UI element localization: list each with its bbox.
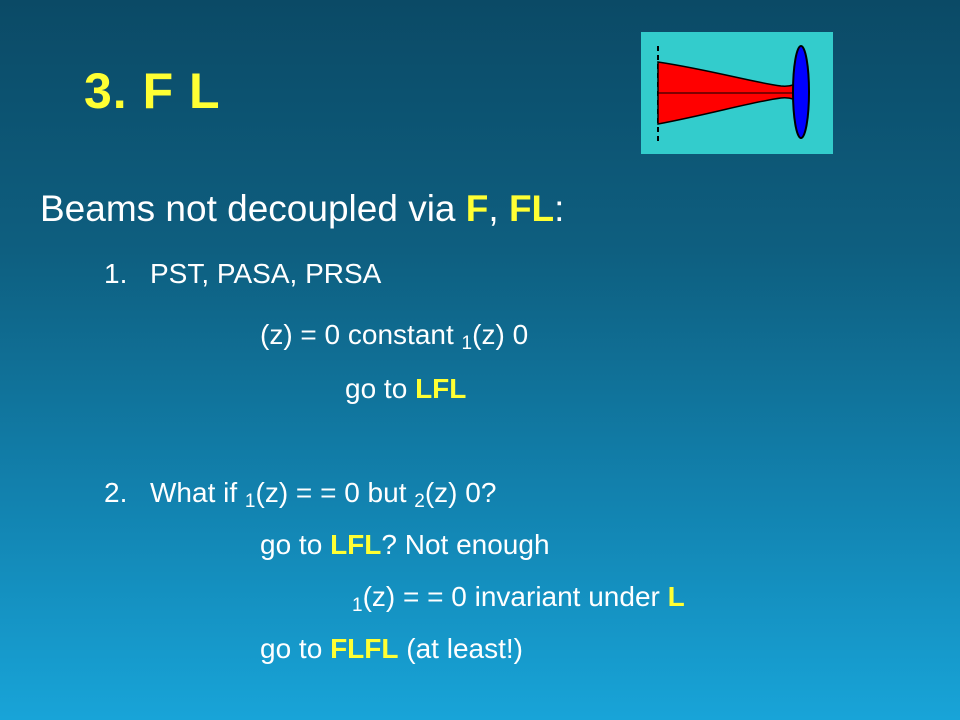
item-2-line-2: go to LFL? Not enough — [260, 529, 550, 560]
item-2-line-4: go to FLFL (at least!) — [260, 633, 523, 664]
slide-heading: Beams not decoupled via F, FL: — [40, 188, 565, 229]
lens-shape — [792, 45, 810, 139]
item-1-line-2: (z) = 0 constant 1(z) 0 — [260, 319, 529, 354]
beam-lens-diagram — [641, 32, 833, 154]
item-2-line-1: 2.What if 1(z) = = 0 but 2(z) 0? — [104, 477, 497, 512]
slide-title: 3. F L — [84, 63, 221, 119]
item-1-line-1: 1.PST, PASA, PRSA — [104, 258, 382, 289]
item-2-line-3: 1(z) = = 0 invariant under L — [352, 581, 685, 616]
beam-lens-illustration — [657, 45, 810, 142]
item-1-line-3: go to LFL — [345, 373, 467, 404]
